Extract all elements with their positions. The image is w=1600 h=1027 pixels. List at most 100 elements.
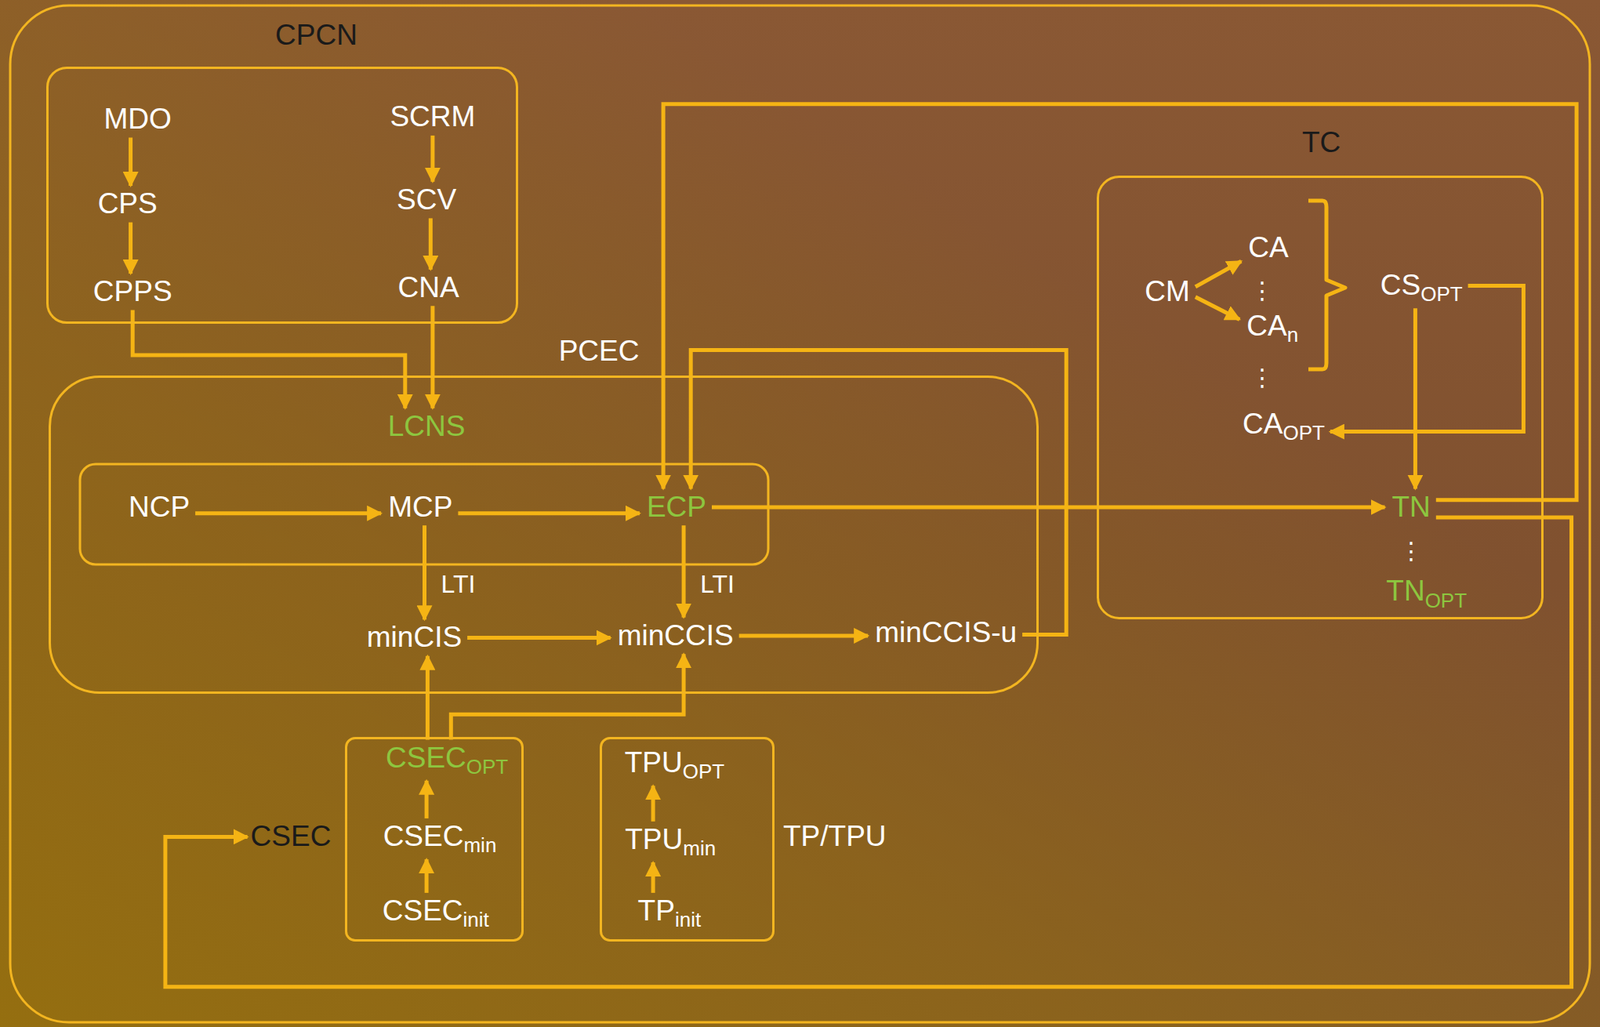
flow-arrow — [430, 135, 435, 182]
term-text: minCCIS — [617, 619, 734, 652]
ellipsis-mark: ⋮ — [1399, 539, 1423, 563]
flow-arrow — [1330, 286, 1524, 432]
flow-arrow — [651, 862, 656, 893]
edge-label: LTI — [700, 569, 735, 599]
flow-arrow — [424, 780, 429, 819]
flow-arrow — [651, 785, 656, 822]
term-subscript: init — [674, 907, 701, 932]
term-node: CAn — [1240, 308, 1304, 349]
term-text: SCV — [396, 183, 457, 216]
term-text: CPPS — [93, 275, 173, 308]
term-text: MCP — [388, 490, 453, 523]
term-node: TPUmin — [619, 821, 722, 863]
term-node: NCP — [123, 489, 196, 527]
flow-arrow — [663, 104, 1577, 501]
outer-frame — [10, 5, 1590, 1023]
group-heading: CSEC — [249, 819, 334, 854]
term-node: TPUOPT — [619, 744, 730, 786]
flow-arrow — [195, 511, 381, 516]
term-text: LCNS — [388, 409, 466, 443]
term-subscript: OPT — [466, 754, 508, 779]
flow-arrow — [428, 217, 433, 269]
term-node: CM — [1139, 273, 1196, 311]
term-node: CNA — [392, 269, 465, 307]
term-node: CSECinit — [377, 892, 495, 934]
flow-arrow — [422, 525, 427, 620]
term-text: CSEC — [385, 741, 467, 774]
term-text: minCIS — [366, 620, 462, 654]
flow-arrow — [682, 525, 686, 617]
term-text: CA — [1248, 231, 1288, 264]
flow-arrow — [128, 137, 133, 187]
term-subscript: n — [1287, 322, 1299, 347]
term-text: TPU — [624, 823, 683, 856]
term-node: CPS — [92, 185, 164, 223]
group-box: TCCMCACAnCSOPTCAOPTTNTNOPT — [1096, 175, 1544, 620]
term-text: SCRM — [389, 100, 476, 133]
term-text: CSEC — [383, 819, 465, 853]
flow-arrow — [128, 222, 133, 274]
curly-bracket — [1308, 200, 1346, 370]
term-subscript: min — [682, 836, 716, 860]
flow-arrow — [425, 656, 430, 741]
flow-arrow — [739, 633, 868, 638]
flow-arrow — [457, 511, 640, 516]
term-node: CAOPT — [1237, 406, 1331, 447]
term-subscript: min — [463, 833, 497, 857]
group-heading: CPCN — [273, 18, 360, 53]
flow-arrow — [132, 310, 406, 409]
term-subscript: init — [463, 907, 490, 932]
group-heading: PCEC — [557, 334, 642, 369]
flow-arrow — [450, 653, 684, 740]
term-node: CA — [1242, 229, 1294, 267]
flow-arrow — [1195, 297, 1240, 320]
term-node: ECP — [641, 489, 712, 527]
term-node: CSECOPT — [380, 740, 514, 781]
term-node: TPinit — [632, 892, 708, 934]
flow-arrow — [424, 859, 429, 893]
group-box: CPCNMDOCPSCPPSSCRMSCVCNA — [46, 66, 519, 324]
term-text: TN — [1385, 574, 1425, 607]
flow-arrow — [467, 635, 611, 640]
ellipsis-mark: ⋮ — [1250, 366, 1274, 390]
flow-arrow — [1413, 308, 1418, 489]
term-node: MDO — [98, 101, 178, 138]
term-node: LCNS — [382, 408, 472, 446]
term-text: TP — [638, 894, 675, 927]
term-text: CSEC — [382, 894, 464, 927]
group-box: CSECCSECOPTCSECminCSECinit — [344, 736, 524, 943]
term-subscript: OPT — [1282, 420, 1325, 445]
term-text: CNA — [398, 271, 460, 304]
term-node: TN — [1386, 489, 1437, 527]
term-node: CPPS — [87, 273, 178, 311]
term-node: minCIS — [361, 619, 468, 657]
edge-label: LTI — [441, 569, 476, 599]
term-text: CA — [1246, 309, 1287, 342]
term-node: minCCIS — [612, 617, 740, 655]
flow-arrow — [711, 504, 1386, 509]
term-node: minCCIS-u — [869, 614, 1023, 652]
term-text: minCCIS-u — [874, 616, 1017, 649]
group-box: TP/TPUTPUOPTTPUminTPinit — [599, 736, 775, 943]
term-subscript: OPT — [1425, 588, 1467, 613]
term-node: MCP — [382, 489, 458, 527]
group-heading: TC — [1300, 126, 1343, 160]
ellipsis-mark: ⋮ — [1250, 279, 1274, 303]
term-node: CSOPT — [1375, 267, 1469, 309]
group-box: PCECLCNSNCPMCPECPminCISminCCISminCCIS-u — [48, 375, 1039, 694]
term-node: CSECmin — [377, 818, 503, 860]
term-text: MDO — [104, 102, 172, 135]
term-text: TPU — [624, 746, 683, 779]
term-subscript: OPT — [682, 759, 725, 784]
term-node: TNOPT — [1380, 573, 1473, 614]
term-text: NCP — [128, 490, 190, 523]
flow-arrow — [1195, 261, 1241, 287]
flow-arrow — [690, 350, 1067, 635]
group-heading: TP/TPU — [781, 819, 889, 854]
term-text: CA — [1242, 407, 1283, 440]
term-node: SCRM — [384, 98, 481, 136]
term-subscript: OPT — [1420, 282, 1463, 306]
flow-arrow — [165, 517, 1572, 987]
